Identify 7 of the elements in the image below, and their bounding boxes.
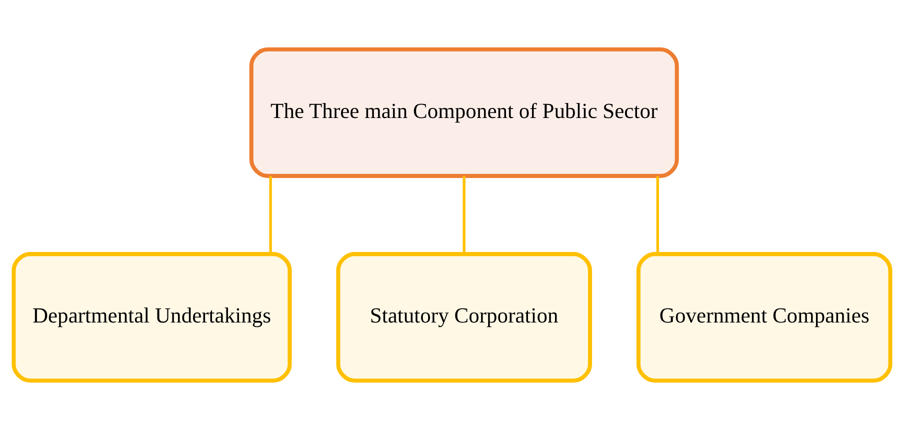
connector <box>462 176 466 254</box>
node-box: Departmental Undertakings <box>12 252 292 382</box>
node-box: The Three main Component of Public Sector <box>249 46 679 178</box>
connector <box>656 176 660 254</box>
connector <box>269 176 272 254</box>
node-box: Statutory Corporation <box>336 252 592 382</box>
node-box: Government Companies <box>636 252 892 382</box>
